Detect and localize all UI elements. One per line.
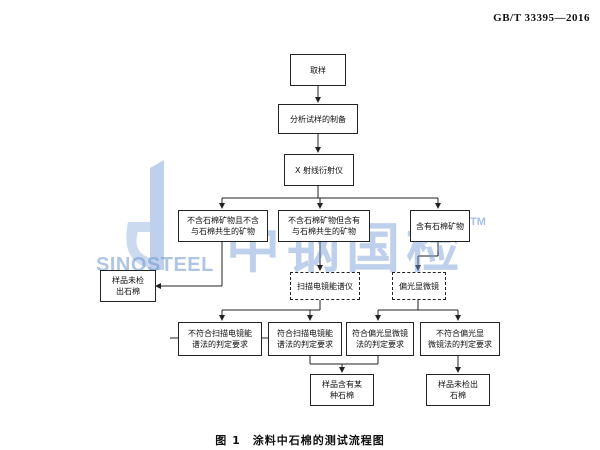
step-xrd: X 射线衍射仪	[284, 154, 354, 186]
result-no-asbestos-final: 样品未检出 石棉	[426, 374, 490, 406]
method-sem: 扫描电镜能谱仪	[290, 272, 360, 300]
method-plm: 偏光显微镜	[392, 272, 446, 300]
branch-has-asbestos: 含有石棉矿物	[410, 210, 470, 242]
figure-caption: 图 1 涂料中石棉的测试流程图	[215, 434, 385, 447]
criterion-sem-pass: 符合扫描电镜能 谱法的判定要求	[268, 322, 342, 356]
standard-number: GB/T 33395—2016	[493, 12, 590, 24]
step-sample-prep: 分析试样的制备	[278, 104, 358, 134]
result-contains-asbestos: 样品含有某 种石棉	[310, 374, 374, 406]
criterion-plm-pass: 符合偏光显微镜 法的判定要求	[346, 322, 414, 356]
watermark-trademark: TM	[470, 216, 486, 228]
criterion-sem-fail: 不符合扫描电镜能 谱法的判定要求	[178, 322, 262, 356]
criterion-plm-fail: 不符合偏光显 微镜法的判定要求	[420, 322, 500, 356]
branch-coexisting-minerals: 不含石棉矿物但含有 与石棉共生的矿物	[278, 210, 370, 242]
branch-no-asbestos-minerals: 不含石棉矿物且不含 与石棉共生的矿物	[178, 210, 268, 242]
result-no-asbestos-detected: 样品未检 出石棉	[100, 270, 156, 302]
step-sampling: 取样	[290, 54, 346, 86]
